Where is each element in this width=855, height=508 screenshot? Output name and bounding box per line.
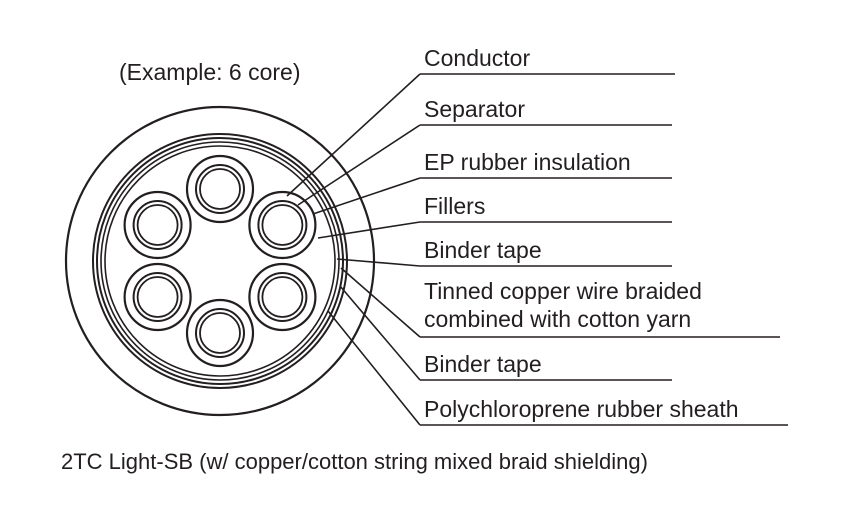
label-braid-line1: Tinned copper wire braided [424,278,702,304]
label-binder-tape-inner: Binder tape [424,237,542,263]
leader-braid [340,267,780,338]
core-insulation-ring [185,298,255,368]
core-separator-ring [195,308,245,358]
core-conductor-ring [261,204,304,246]
leader-fillers [317,221,672,239]
core-conductor-ring [199,168,241,210]
label-fillers: Fillers [424,193,485,219]
core-separator-ring [132,272,183,322]
core-separator-ring [132,200,183,250]
core [185,298,255,368]
example-note: (Example: 6 core) [119,59,301,85]
leader-binder-tape-outer [339,285,672,381]
core-insulation-ring [248,262,317,332]
cable-cross-section [64,105,376,417]
core-conductor-ring [136,204,179,246]
leader-lines [286,73,788,426]
cores-group [123,154,317,368]
leader-ep-rubber-insulation [312,177,672,215]
core [123,262,192,332]
core-conductor-ring [199,312,241,354]
label-separator: Separator [424,96,525,122]
inner-binder-tape-ring [104,145,336,377]
braid-inner-ring [100,141,340,381]
leader-sheath [327,310,788,426]
core-separator-ring [257,200,308,250]
core [248,190,317,260]
label-braid-line2: combined with cotton yarn [424,306,691,332]
label-binder-tape-outer: Binder tape [424,351,542,377]
core [185,154,255,224]
label-sheath: Polychloroprene rubber sheath [424,396,739,422]
core-conductor-ring [261,276,304,318]
label-ep-rubber-insulation: EP rubber insulation [424,149,631,175]
braid-ring [96,137,344,385]
core-separator-ring [257,272,308,322]
leader-conductor [286,73,675,197]
core-insulation-ring [248,190,317,260]
core [248,262,317,332]
sheath-outer-ring [64,105,376,417]
core-insulation-ring [123,262,192,332]
core [123,190,192,260]
leader-separator [297,124,672,206]
component-labels: Conductor Separator EP rubber insulation… [424,45,739,422]
core-insulation-ring [185,154,255,224]
outer-binder-tape-ring [92,133,348,389]
core-separator-ring [195,164,245,214]
core-conductor-ring [136,276,179,318]
core-insulation-ring [123,190,192,260]
diagram-caption: 2TC Light-SB (w/ copper/cotton string mi… [61,449,648,474]
leader-binder-tape-inner [336,258,672,267]
label-conductor: Conductor [424,45,530,71]
